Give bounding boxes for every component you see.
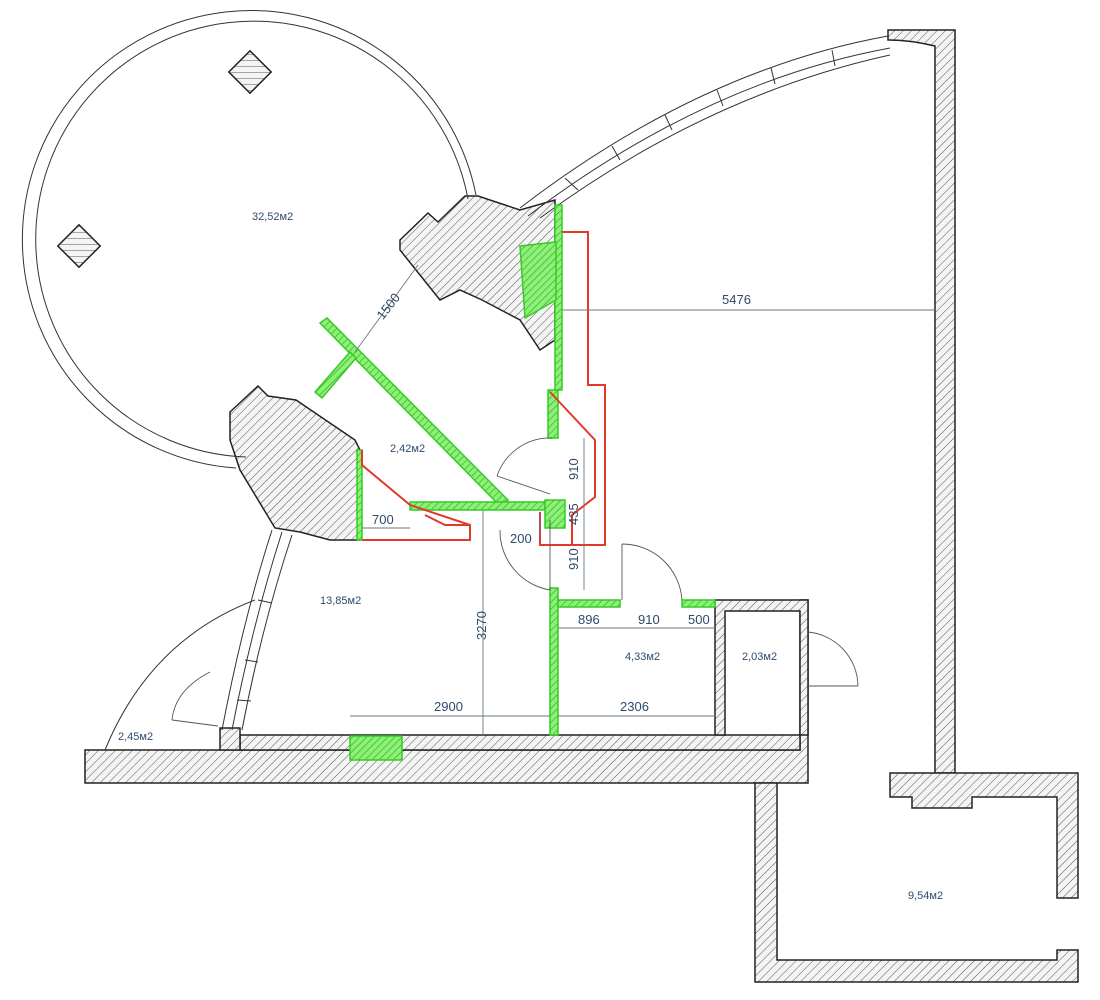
- annex-walls: [889, 772, 1079, 899]
- label-wardrobe: 2,42м2: [390, 443, 425, 455]
- dim-partition: 200: [510, 531, 532, 546]
- dim-room-width: 2900: [434, 699, 463, 714]
- dim-door-upper: 910: [566, 458, 581, 480]
- storage-walls: [714, 599, 809, 736]
- dim-bath-width: 2306: [620, 699, 649, 714]
- dim-bath-right: 500: [688, 612, 710, 627]
- door-storage-arc: [807, 631, 859, 687]
- annex-left-wall: [754, 782, 1079, 983]
- demo-closet: [361, 450, 471, 541]
- dimension-labels: 5476 1500 910 435 910 200 700 3270 2900 …: [372, 290, 751, 714]
- label-annex: 9,54м2: [908, 890, 943, 902]
- balcony-post: [219, 727, 241, 751]
- partition-vertical-upper: [547, 389, 559, 439]
- dimension-lines: [350, 264, 935, 735]
- door-lower-arc: [499, 529, 551, 591]
- demo-shelf: [424, 514, 470, 526]
- label-round-hall: 32,52м2: [252, 211, 293, 223]
- dim-width-main: 5476: [722, 292, 751, 307]
- room-window-wall: [221, 529, 293, 731]
- dim-bath-left: 896: [578, 612, 600, 627]
- round-hall-wall: [21, 10, 477, 469]
- corner-fill: [519, 241, 557, 320]
- dim-room-height: 3270: [474, 611, 489, 640]
- doors: [496, 437, 859, 687]
- curved-window-wall: [519, 35, 891, 219]
- new-walls: [313, 204, 716, 761]
- column-top: [227, 49, 273, 95]
- label-room: 13,85м2: [320, 595, 361, 607]
- bath-wall-left: [557, 599, 621, 608]
- wall-right: [887, 29, 956, 774]
- dim-gap: 435: [566, 503, 581, 525]
- label-storage: 2,03м2: [742, 651, 777, 663]
- balcony: [104, 599, 256, 751]
- label-balcony: 2,45м2: [118, 731, 153, 743]
- room-labels: 32,52м2 2,42м2 13,85м2 4,33м2 2,03м2 2,4…: [118, 211, 943, 902]
- wall-bottom: [84, 599, 809, 784]
- existing-walls: [84, 29, 1079, 983]
- wall-bottom-inner: [239, 734, 801, 751]
- dim-closet-depth: 700: [372, 512, 394, 527]
- floor-patch: [349, 735, 403, 761]
- bath-wall-right: [681, 599, 716, 608]
- diagonal-partition: [318, 317, 510, 507]
- partition-vertical-lower: [549, 587, 559, 736]
- dim-diag: 1500: [373, 290, 403, 322]
- label-bathroom: 4,33м2: [625, 651, 660, 663]
- door-bath-arc: [621, 543, 683, 601]
- door-upper-arc: [496, 437, 553, 477]
- demo-right-channel: [549, 231, 606, 546]
- column-left: [56, 223, 102, 269]
- diag-stub: [313, 350, 358, 400]
- closet-shelf-lower: [544, 499, 566, 529]
- closet-shelf: [409, 501, 546, 511]
- dim-door-lower: 910: [566, 548, 581, 570]
- dim-bath-door: 910: [638, 612, 660, 627]
- pillar-lower: [229, 384, 361, 541]
